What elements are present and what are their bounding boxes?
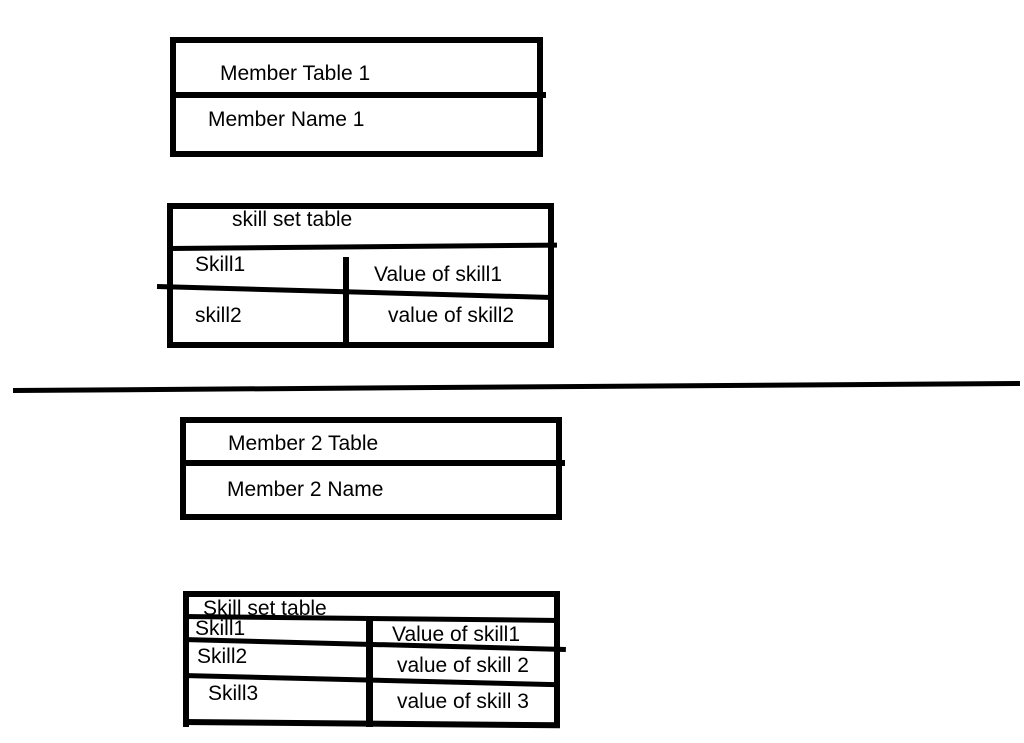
member-table-1-name-cell: Member Name 1 [208,108,365,131]
skill-set-table-1-row2-skill: skill2 [195,304,242,327]
skill-set-table-2-row2-value: value of skill 2 [397,654,529,677]
member-table-1-row-divider [170,92,546,98]
member-table-2-border-top [180,417,562,423]
member-table-2-row-divider [180,460,565,466]
skill-set-table-1-row2-value: value of skill2 [388,304,515,327]
skill-set-table-1-row-divider [156,284,552,301]
member-table-2-name-cell: Member 2 Name [227,478,384,501]
skill-set-table-1-row1-skill: Skill1 [195,253,246,276]
skill-set-table-2-row1-value: Value of skill1 [392,623,521,646]
skill-set-table-1-title: skill set table [232,208,353,231]
skill-set-table-2-border-top [183,591,560,597]
skill-set-table-1-column-divider [343,257,349,344]
skill-set-table-1-border-right [548,203,554,348]
skill-set-table-2-row1-skill: Skill1 [195,617,246,640]
member-table-1-border-top [170,37,543,43]
skill-set-table-2-border-right [554,591,560,727]
member-table-2-title: Member 2 Table [228,432,379,455]
skill-set-table-1-header-divider [169,242,558,251]
skill-set-table-1-border-left [167,203,173,348]
skill-set-table-1-border-bottom [167,342,554,348]
member-table-2-border-right [556,417,562,520]
skill-set-table-2-column-divider [366,617,373,727]
skill-set-table-1-border-top [167,203,554,209]
section-separator-line [12,380,1020,393]
skill-set-table-2-row3-value: value of skill 3 [397,690,529,713]
skill-set-table-2-border-left [183,591,189,727]
skill-set-table-2-title: Skill set table [203,597,327,620]
member-table-1-border-bottom [170,151,543,157]
member-table-2-border-bottom [180,514,562,520]
skill-set-table-2-row2-skill: Skill2 [197,645,248,668]
member-table-1-title: Member Table 1 [220,62,371,85]
member-table-2-border-left [180,417,186,520]
skill-set-table-1-row1-value: Value of skill1 [374,263,503,286]
skill-set-table-2-row3-skill: Skill3 [208,682,259,705]
